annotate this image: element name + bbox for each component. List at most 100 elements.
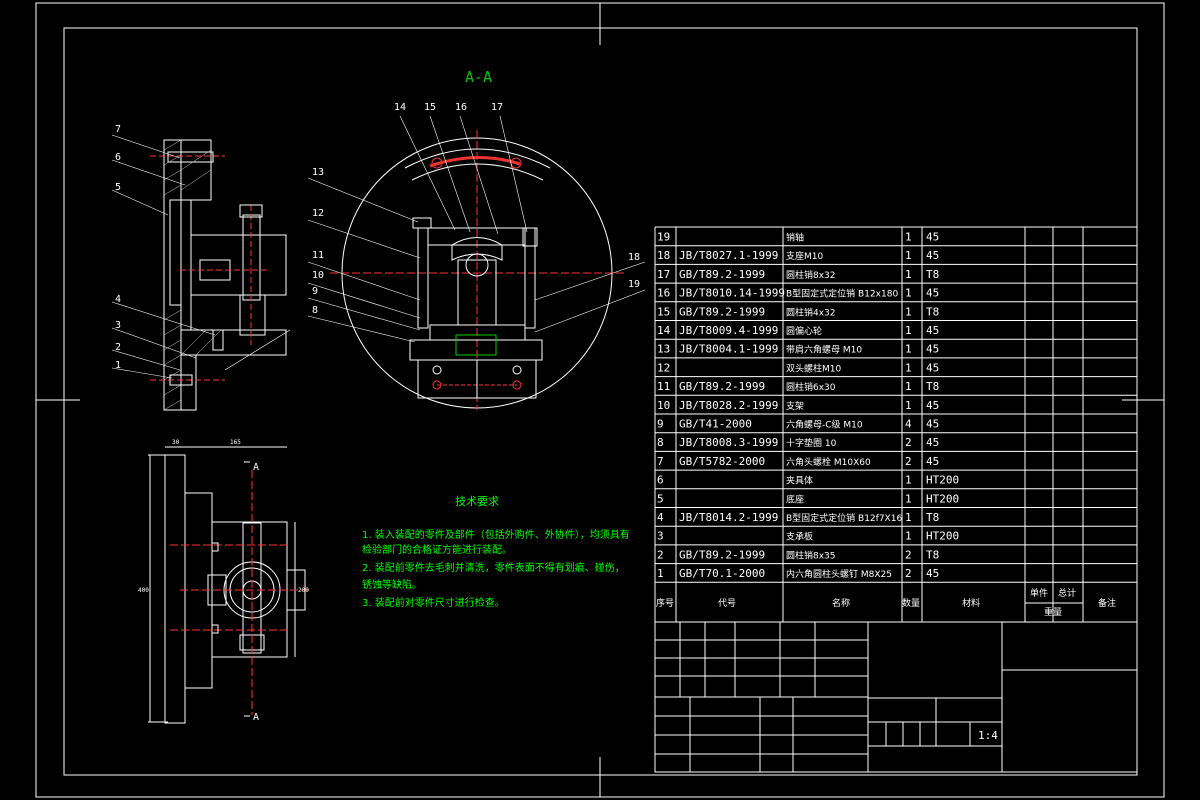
- front-leaders: [111, 134, 291, 379]
- note-line-4: 锈蚀等缺陷。: [362, 578, 422, 591]
- balloon-7: 7: [115, 124, 121, 135]
- dim-side: 200: [298, 587, 309, 594]
- bom-cell-no: 5: [657, 492, 664, 505]
- section-leaders: [307, 115, 646, 343]
- bom-cell-name: 圆柱销6x30: [786, 381, 836, 393]
- bom-cell-material: HT200: [926, 474, 959, 487]
- bom-grid: [654, 226, 1138, 623]
- bom-cell-name: 六角螺母-C级 M10: [786, 419, 863, 431]
- bom-cell-code: GB/T89.2-1999: [679, 380, 765, 393]
- balloon-3: 3: [115, 320, 121, 331]
- bom-cell-code: GB/T41-2000: [679, 418, 752, 431]
- bom-cell-name: 底座: [786, 493, 804, 505]
- sheet-frame: [35, 2, 1165, 798]
- dim-height: 400: [138, 587, 149, 594]
- bom-cell-qty: 1: [905, 530, 912, 543]
- hdr-name: 名称: [832, 597, 850, 609]
- bom-cell-name: B型固定式定位销 B12f7X16: [786, 512, 902, 524]
- bom-cell-no: 7: [657, 455, 664, 468]
- notes-title: 技术要求: [455, 495, 499, 508]
- section-mark-bottom: A: [253, 712, 259, 723]
- bom-cell-name: 销轴: [786, 232, 804, 244]
- bom-cell-name: 内六角圆柱头螺钉 M8X25: [786, 568, 892, 580]
- bom-cell-code: GB/T89.2-1999: [679, 305, 765, 318]
- bom-cell-no: 8: [657, 436, 664, 449]
- front-balloons: 7 6 5 4 3 2 1: [115, 124, 121, 371]
- bom-cell-material: 45: [926, 324, 939, 337]
- section-mark-top: A: [253, 462, 259, 473]
- bom-cell-no: 10: [657, 399, 670, 412]
- bom-cell-name: 夹具体: [786, 475, 813, 487]
- balloon-8: 8: [312, 305, 318, 316]
- bom-cell-material: T8: [926, 305, 939, 318]
- bom-cell-qty: 1: [905, 249, 912, 262]
- bom-cell-no: 1: [657, 567, 664, 580]
- balloon-13: 13: [312, 167, 324, 178]
- bom-cell-qty: 1: [905, 324, 912, 337]
- bom-cell-code: JB/T8028.2-1999: [679, 399, 778, 412]
- bom-cell-name: 支座M10: [786, 250, 823, 262]
- bom-cell-qty: 1: [905, 305, 912, 318]
- bom-cell-no: 18: [657, 249, 670, 262]
- bom-cell-code: GB/T70.1-2000: [679, 567, 765, 580]
- bom-cell-material: T8: [926, 511, 939, 524]
- bom-cell-name: 圆偏心轮: [786, 325, 822, 337]
- bom-cell-qty: 4: [905, 418, 912, 431]
- bom-cell-code: JB/T8014.2-1999: [679, 511, 778, 524]
- bom-cell-material: 45: [926, 436, 939, 449]
- bom-header: 序号 代号 名称 数量 材料 单件 总计 重量 备注: [656, 587, 1116, 618]
- bom-cell-code: JB/T8008.3-1999: [679, 436, 778, 449]
- top-view-marks: A A 30 165 400 200: [138, 439, 309, 723]
- balloon-18: 18: [628, 252, 640, 263]
- balloon-5: 5: [115, 182, 121, 193]
- bom-cell-material: T8: [926, 380, 939, 393]
- front-view: [150, 139, 287, 411]
- bom-cell-qty: 1: [905, 492, 912, 505]
- note-line-3: 2. 装配前零件去毛刺并清洗，零件表面不得有划痕、碰伤，: [362, 561, 625, 574]
- front-view-hatch: [163, 139, 222, 411]
- bom-cell-qty: 1: [905, 399, 912, 412]
- hdr-qty: 数量: [902, 597, 920, 609]
- dim-top-left: 30: [172, 439, 180, 446]
- bom-cell-code: JB/T8010.14-1999: [679, 287, 785, 300]
- bom-cell-code: GB/T89.2-1999: [679, 548, 765, 561]
- balloon-11: 11: [312, 250, 324, 261]
- bom-cell-material: 45: [926, 361, 939, 374]
- bom-cell-qty: 1: [905, 343, 912, 356]
- hdr-remark: 备注: [1098, 597, 1116, 609]
- title-block: [654, 621, 1138, 773]
- bom-cell-name: 带肩六角螺母 M10: [786, 344, 862, 356]
- technical-notes: 技术要求 1. 装入装配的零件及部件（包括外购件、外协件），均须具有 检验部门的…: [362, 495, 630, 609]
- bom-cell-name: 圆柱销4x32: [786, 306, 836, 318]
- balloon-2: 2: [115, 342, 121, 353]
- dim-top-mid: 165: [230, 439, 241, 446]
- bom-cell-name: B型固定式定位销 B12x180: [786, 288, 898, 300]
- hdr-unit: 单件: [1030, 587, 1048, 599]
- hdr-mat: 材料: [962, 597, 980, 609]
- balloon-10: 10: [312, 270, 324, 281]
- bom-cell-no: 14: [657, 324, 671, 337]
- bom-cell-code: GB/T89.2-1999: [679, 268, 765, 281]
- bom-cell-qty: 1: [905, 287, 912, 300]
- bom-cell-material: 45: [926, 343, 939, 356]
- bom-cell-qty: 2: [905, 436, 912, 449]
- bom-cell-material: 45: [926, 399, 939, 412]
- bom-cell-material: HT200: [926, 492, 959, 505]
- bom-cell-no: 2: [657, 548, 664, 561]
- bom-cell-material: HT200: [926, 530, 959, 543]
- balloon-6: 6: [115, 152, 121, 163]
- bom-cell-qty: 1: [905, 511, 912, 524]
- bom-cell-qty: 1: [905, 268, 912, 281]
- bom-cell-no: 12: [657, 361, 670, 374]
- bom-cell-no: 4: [657, 511, 664, 524]
- bom-cell-no: 15: [657, 305, 670, 318]
- bom-cell-qty: 1: [905, 361, 912, 374]
- note-line-2: 检验部门的合格证方能进行装配。: [362, 543, 512, 556]
- balloon-14: 14: [394, 102, 406, 113]
- note-line-1: 1. 装入装配的零件及部件（包括外购件、外协件），均须具有: [362, 528, 630, 541]
- bom-cell-no: 3: [657, 530, 664, 543]
- bom-cell-name: 双头螺柱M10: [786, 362, 841, 374]
- bom-cell-no: 17: [657, 268, 670, 281]
- balloon-4: 4: [115, 294, 121, 305]
